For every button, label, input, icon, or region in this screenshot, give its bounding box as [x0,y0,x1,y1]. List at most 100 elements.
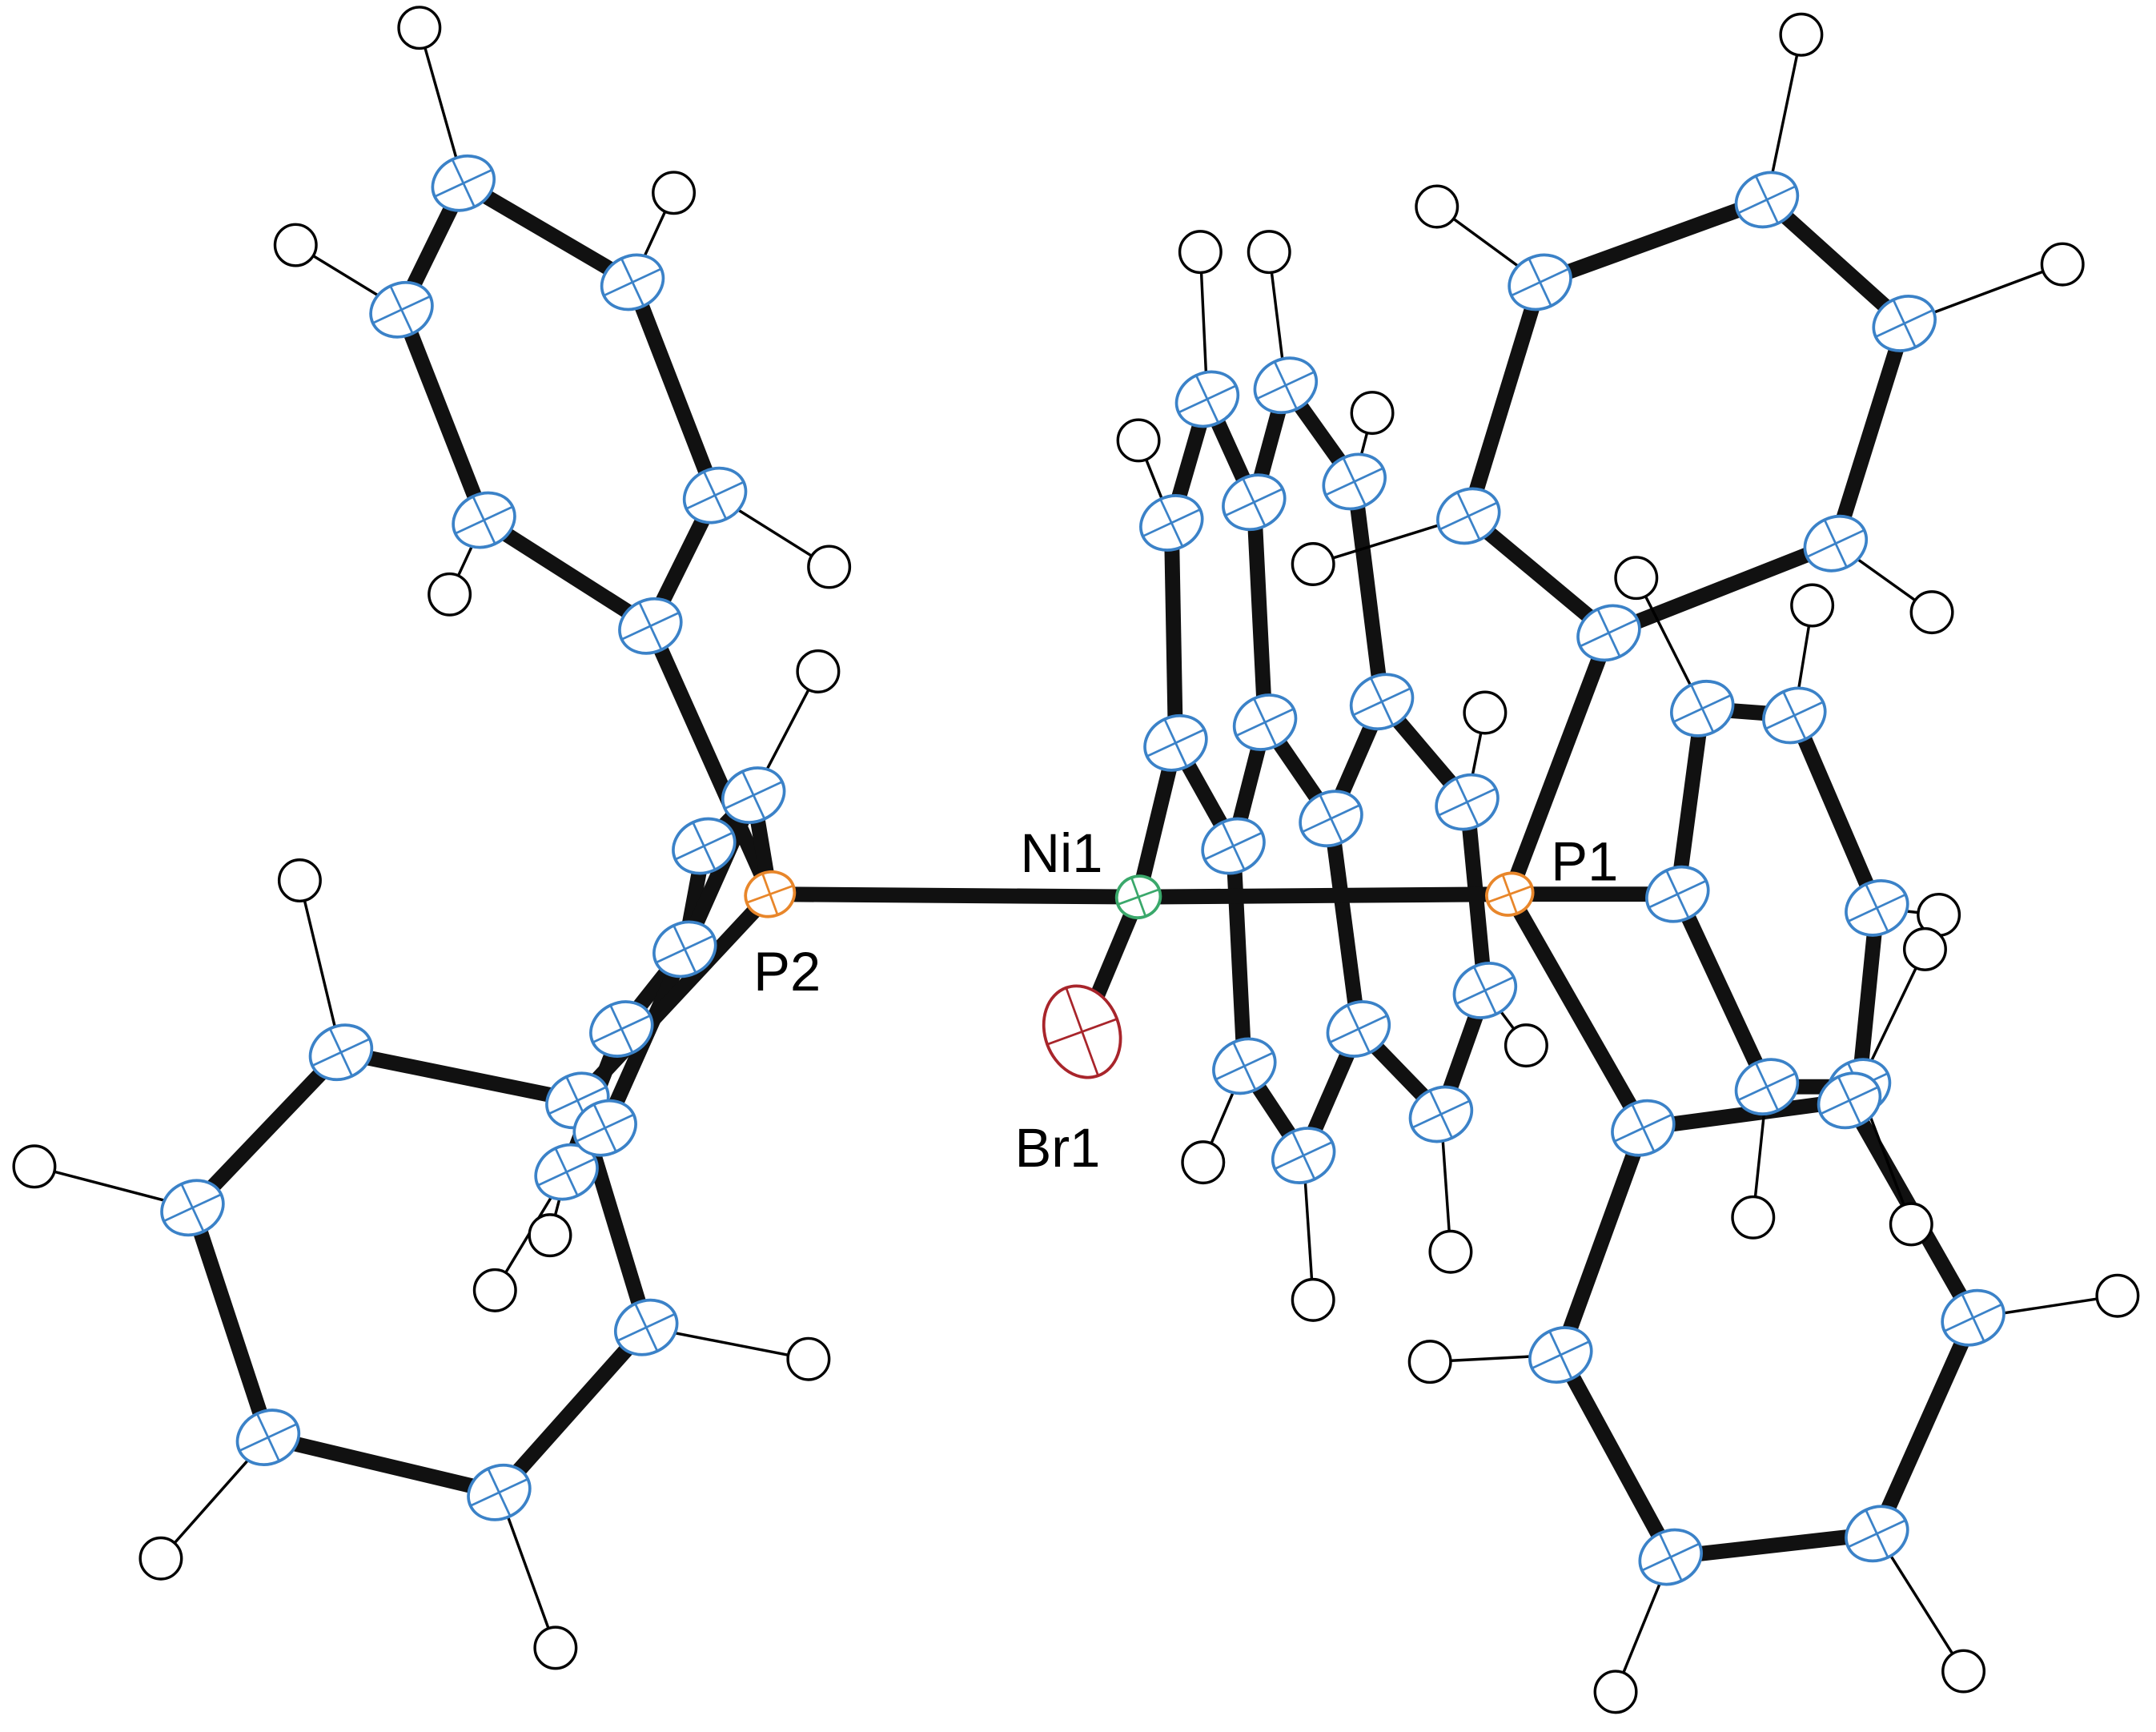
bond [769,886,1139,905]
carbon-atom [1139,494,1204,552]
bond [1503,890,1650,1132]
carbon-atom-axis [1370,677,1395,726]
carbon-atom [1271,1127,1336,1184]
hydrogen-atom [1291,542,1335,586]
carbon-atom [1212,1037,1277,1095]
hydrogen-atom [1407,1340,1452,1384]
carbon-atom [1322,452,1387,511]
carbon-atom-axis [389,285,414,334]
h-bond [298,880,343,1053]
carbon-atom-axis [609,1004,634,1054]
carbon-atom [1669,679,1735,737]
carbon-atom-axis [1782,691,1807,740]
carbon-atom [160,1179,225,1237]
carbon-atom [308,1023,374,1082]
carbon-atom [1326,1000,1391,1058]
bond [1463,510,1614,639]
hydrogen-atom [2095,1273,2140,1318]
bond [1669,707,1710,895]
bond [493,1322,652,1498]
hydrogen-atom [1731,1195,1776,1240]
carbon-atom-axis [1754,1062,1779,1111]
hydrogen-atom [277,858,322,903]
carbon-atom-axis [1472,966,1497,1015]
carbon-atom-axis [1221,822,1246,870]
bond [266,1429,501,1500]
hydrogen-atom [796,649,841,693]
carbon-atom-axis [1253,697,1278,747]
carbon-atom-axis [1342,457,1367,506]
hydrogen-atom [1909,590,1954,635]
carbon-atom [1762,686,1827,745]
hydrogen-atom [2040,242,2085,287]
carbon-atom-axis [1346,1004,1371,1054]
carbon-atom-axis [741,770,766,820]
hydrogen-atom [139,1536,183,1581]
hydrogen-atom [1941,1649,1986,1694]
bromine-atom [1042,984,1122,1079]
carbon-atom [600,253,665,311]
carbon-atom [1845,1505,1909,1563]
carbon-atom-axis [1319,794,1343,843]
carbon-atom [589,1000,654,1058]
bond [339,1044,580,1108]
phosphorus-atom-p2 [744,870,797,918]
carbon-atom [1143,713,1208,772]
carbon-atom [1349,673,1415,731]
phosphorus-atom-p2-axis [761,873,779,916]
hydrogen-atom [1463,690,1508,735]
carbon-atom [652,920,717,979]
carbon-atom [1452,962,1518,1019]
bond [1761,194,1910,329]
carbon-atom [682,466,748,524]
carbon-atom-axis [554,1147,579,1196]
carbon-atom [1611,1099,1676,1157]
hydrogen-atom [533,1626,578,1670]
label-br1: Br1 [1014,1117,1100,1179]
hydrogen-atom [12,1144,57,1189]
bond [394,307,492,524]
carbon-atom [1645,865,1710,923]
bond [1461,279,1548,519]
carbon-atom [1408,1085,1474,1143]
carbon-atom [1528,1326,1593,1384]
carbon-atom-axis [1528,258,1552,307]
label-p2: P2 [753,941,821,1003]
carbon-atom-axis [1665,870,1690,918]
carbon-atom-axis [592,1103,617,1152]
hydrogen-atom [786,1336,831,1381]
carbon-atom-axis [1242,478,1267,527]
hydrogen-atom [1428,1229,1473,1274]
carbon-atom-axis [1865,1509,1889,1558]
bond [1642,1092,1851,1136]
bond [1828,321,1912,546]
bond [1605,536,1839,641]
carbon-atom [467,1463,532,1521]
carbon-atom-axis [1273,361,1298,410]
carbon-atom-axis [451,159,476,207]
carbon-atom-axis [620,258,645,307]
bond [1323,818,1367,1031]
carbon-atom [1174,370,1240,428]
bond [1246,501,1273,723]
bond [1537,192,1770,290]
hydrogen-atom [1181,1140,1226,1185]
carbon-atom [1817,1071,1882,1130]
carbon-atom-axis [1631,1103,1656,1152]
bond [460,176,636,289]
hydrogen-atom [273,223,318,267]
hydrogen-atom [428,572,472,617]
bond [480,513,655,633]
hydrogen-atom [1178,230,1223,275]
bond [1502,630,1616,898]
carbon-atom [1508,253,1572,311]
carbon-atom-axis [328,1028,353,1077]
carbon-atom-axis [1961,1293,1985,1342]
carbon-atom-axis [180,1183,205,1232]
carbon-atom-axis [255,1413,280,1462]
bond [187,1047,347,1213]
carbon-atom [1941,1288,2005,1347]
carbon-atom-axis [1658,1533,1683,1581]
carbon-atom [1253,356,1319,415]
